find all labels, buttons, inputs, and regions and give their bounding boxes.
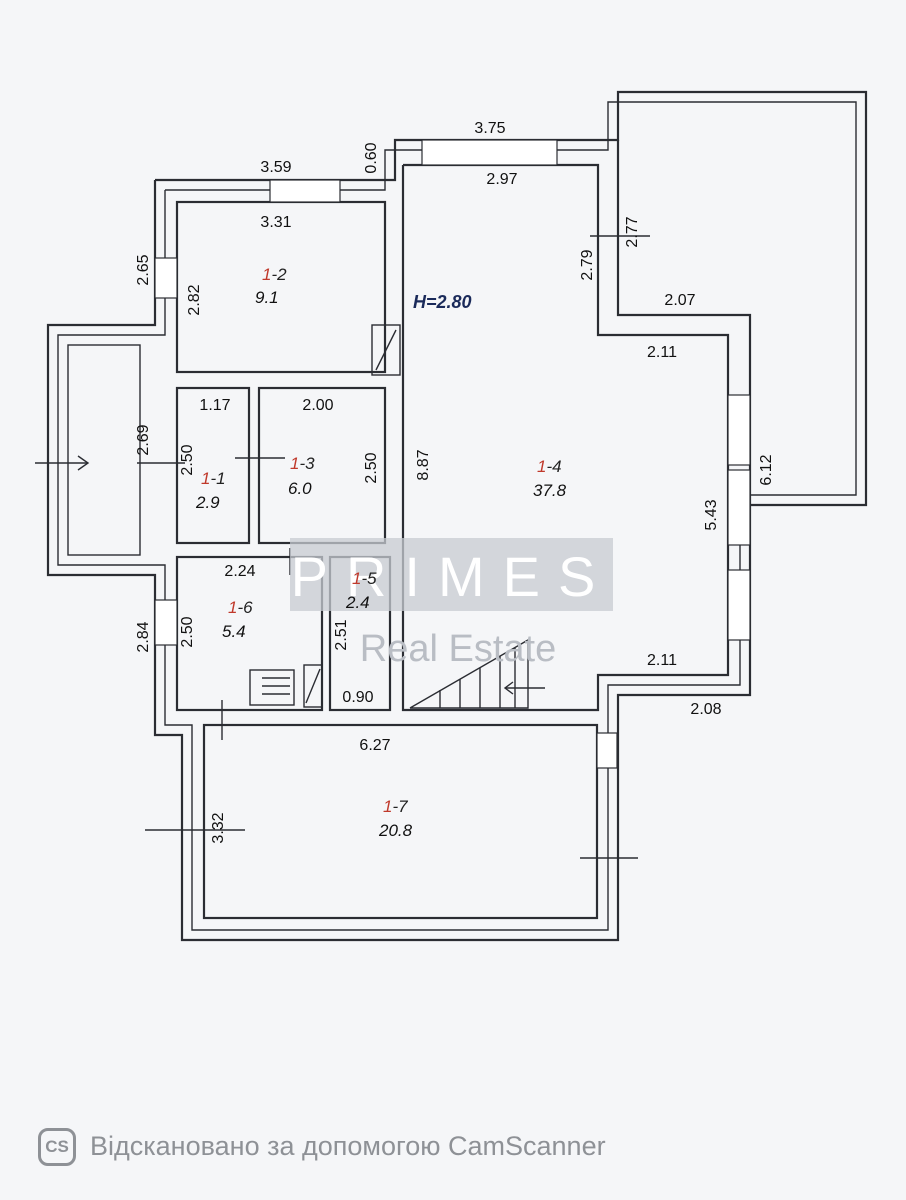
room-1-1-area: 2.9: [195, 493, 220, 512]
dimensions: 3.75 0.60 3.59 2.97 3.31 2.65 2.82 2.79 …: [135, 120, 775, 844]
dim: 2.79: [579, 249, 596, 280]
dim: 2.11: [647, 344, 677, 361]
room-1-3-id: 1-3: [290, 454, 315, 473]
dim: 2.82: [186, 284, 203, 315]
walls: [46, 90, 868, 942]
watermark: PRIMES Real Estate: [290, 538, 613, 670]
shaft: [303, 664, 323, 708]
room-1-2-area: 9.1: [255, 288, 279, 307]
dim: 2.07: [664, 292, 695, 309]
room-1-1-id: 1-1: [201, 469, 226, 488]
dim: 2.24: [224, 563, 255, 580]
room-1-4-area: 37.8: [533, 481, 567, 500]
dim: 8.87: [415, 449, 432, 480]
dim: 5.43: [703, 499, 720, 530]
window-north-left: [269, 179, 341, 203]
ceiling-height: H=2.80: [413, 292, 472, 312]
dim: 2.50: [179, 444, 196, 475]
watermark-line2: Real Estate: [360, 628, 556, 670]
watermark-line1: PRIMES: [291, 545, 614, 608]
dim: 1.17: [199, 397, 230, 414]
dim: 3.75: [474, 120, 505, 137]
camscanner-icon: CS: [38, 1128, 76, 1166]
dim: 0.90: [342, 689, 373, 706]
dim: 2.08: [690, 701, 721, 718]
room-1-4-id: 1-4: [537, 457, 562, 476]
dim: 2.65: [135, 254, 152, 285]
dim: 2.50: [363, 452, 380, 483]
dim: 2.84: [135, 621, 152, 652]
dim: 3.32: [210, 812, 227, 843]
window-north-right: [421, 139, 558, 166]
window-west-upper: [154, 257, 178, 299]
stair: [409, 638, 529, 709]
dim: 2.50: [179, 616, 196, 647]
dim: 2.77: [624, 216, 641, 247]
room-1-6-area: 5.4: [222, 622, 246, 641]
room-1-3-area: 6.0: [288, 479, 312, 498]
window-west-lower: [154, 599, 178, 646]
dim: 2.11: [647, 652, 677, 669]
dim: 2.97: [486, 171, 517, 188]
chimney: [371, 324, 401, 376]
room-1-2-id: 1-2: [262, 265, 287, 284]
dim: 6.12: [758, 454, 775, 485]
boiler: [249, 669, 295, 706]
room-1-5-area: 2.4: [345, 593, 370, 612]
dim: 3.59: [260, 159, 291, 176]
room-1-6-id: 1-6: [228, 598, 253, 617]
room-1-7-area: 20.8: [378, 821, 413, 840]
scanner-caption: Відскановано за допомогою CamScanner: [90, 1131, 606, 1161]
window-east-mid: [727, 469, 751, 546]
window-east-lower: [727, 569, 751, 641]
window-east-upper: [727, 394, 751, 466]
dim: 2.69: [135, 424, 152, 455]
dim: 6.27: [359, 737, 390, 754]
dim: 3.31: [260, 214, 291, 231]
room-labels: 1-2 9.1 1-1 2.9 1-3 6.0 1-4 37.8 1-5 2.4…: [195, 265, 567, 840]
dim: 2.00: [302, 397, 333, 414]
dim: 2.51: [333, 619, 350, 650]
windows: [154, 139, 751, 769]
room-1-5-id: 1-5: [352, 569, 377, 588]
dim: 0.60: [363, 142, 380, 173]
room-1-7-id: 1-7: [383, 797, 408, 816]
window-south-east: [596, 732, 618, 769]
